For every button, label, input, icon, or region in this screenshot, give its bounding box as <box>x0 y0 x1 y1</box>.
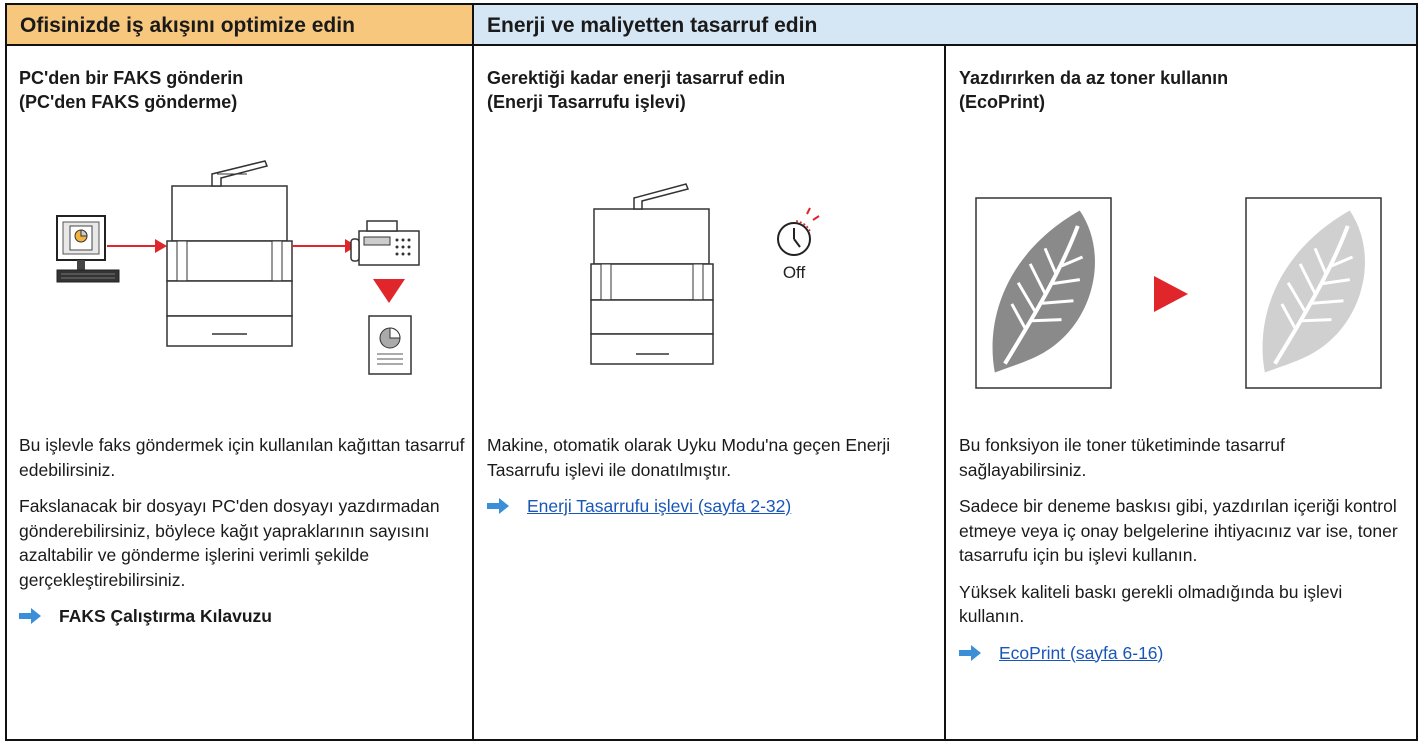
fax-machine-icon <box>350 220 420 266</box>
pc-monitor-icon <box>56 215 120 283</box>
pc-fax-reference-label: FAKS Çalıştırma Kılavuzu <box>59 606 272 626</box>
column-energy-saver: Gerektiği kadar enerji tasarruf edin (En… <box>474 46 946 739</box>
energy-saver-paragraph-1: Makine, otomatik olarak Uyku Modu'na geç… <box>487 435 891 480</box>
column-ecoprint: Yazdırırken da az toner kullanın (EcoPri… <box>946 46 1416 739</box>
ecoprint-paragraph-1: Bu fonksiyon ile toner tüketiminde tasar… <box>959 435 1285 480</box>
leaf-page-icon <box>1244 195 1388 391</box>
energy-saver-link[interactable]: Enerji Tasarrufu işlevi (sayfa 2-32) <box>527 496 792 516</box>
ecoprint-body: Bu fonksiyon ile toner tüketiminde tasar… <box>959 433 1409 665</box>
pc-fax-reference[interactable]: FAKS Çalıştırma Kılavuzu <box>19 604 469 628</box>
pc-fax-paragraph-2: Fakslanacak bir dosyayı PC'den dosyayı y… <box>19 496 440 590</box>
play-triangle-icon <box>1154 276 1188 312</box>
pc-fax-title: PC'den bir FAKS gönderin (PC'den FAKS gö… <box>19 68 244 112</box>
header-optimize-workflow: Ofisinizde iş akışını optimize edin <box>7 5 474 46</box>
ecoprint-illustration <box>974 195 1388 391</box>
ecoprint-title: Yazdırırken da az toner kullanın (EcoPri… <box>959 68 1229 112</box>
pc-fax-body: Bu işlevle faks göndermek için kullanıla… <box>19 433 469 628</box>
ecoprint-paragraph-3: Yüksek kaliteli baskı gerekli olmadığınd… <box>959 581 1343 627</box>
energy-saver-body: Makine, otomatik olarak Uyku Modu'na geç… <box>487 433 937 518</box>
down-arrow-icon <box>373 279 405 303</box>
pointer-arrow-icon <box>959 644 981 661</box>
pointer-arrow-icon <box>19 608 41 624</box>
ecoprint-reference[interactable]: EcoPrint (sayfa 6-16) <box>959 641 1409 665</box>
printer-icon <box>590 183 714 365</box>
ecoprint-link[interactable]: EcoPrint (sayfa 6-16) <box>999 642 1164 663</box>
energy-saver-illustration: Off <box>590 183 820 365</box>
header-save-energy-cost: Enerji ve maliyetten tasarruf edin <box>474 5 1416 46</box>
leaf-page-icon <box>974 195 1118 391</box>
timer-off-label: Off <box>783 263 806 282</box>
timer-icon <box>777 207 820 256</box>
column-pc-fax: PC'den bir FAKS gönderin (PC'den FAKS gö… <box>7 46 474 739</box>
feature-table: Ofisinizde iş akışını optimize edin Ener… <box>5 3 1418 741</box>
pc-fax-paragraph-1: Bu işlevle faks göndermek için kullanıla… <box>19 435 465 480</box>
document-pie-icon <box>368 315 412 375</box>
ecoprint-paragraph-2: Sadece bir deneme baskısı gibi, yazdırıl… <box>959 496 1398 565</box>
printer-icon <box>166 160 293 347</box>
energy-saver-reference[interactable]: Enerji Tasarrufu işlevi (sayfa 2-32) <box>487 494 937 518</box>
pc-fax-illustration <box>56 160 420 375</box>
energy-saver-title: Gerektiği kadar enerji tasarruf edin (En… <box>487 68 786 112</box>
pointer-arrow-icon <box>487 498 509 514</box>
